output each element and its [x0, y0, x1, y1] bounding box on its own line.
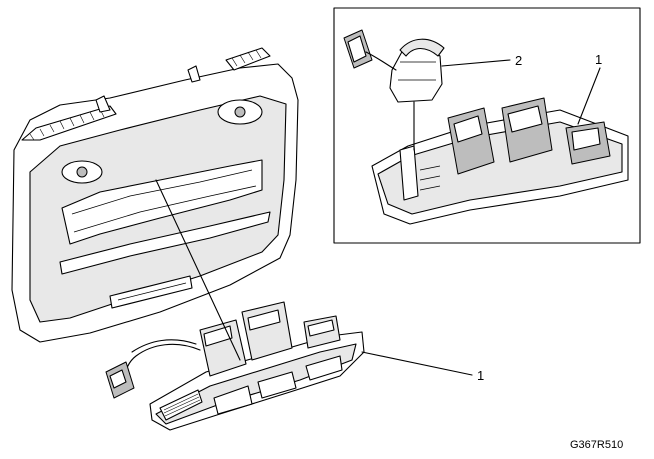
- inset-detail: [333, 7, 641, 244]
- callout-2: 2: [515, 53, 522, 68]
- leader-line-1-inset: [577, 67, 601, 125]
- callout-1-inset: 1: [595, 52, 602, 67]
- vent-ribs-right: [225, 47, 271, 71]
- install-direction-line: [155, 179, 241, 361]
- callout-1-main: 1: [477, 368, 484, 383]
- leader-line-2: [441, 59, 511, 67]
- console-opening: [61, 159, 263, 245]
- speaker-grille: [159, 389, 203, 421]
- figure-id: G367R510: [570, 439, 623, 451]
- overhead-console-housing: [11, 47, 299, 343]
- leader-line-1-main: [361, 351, 473, 376]
- switch-module-main: [105, 301, 365, 431]
- inset-frame: [333, 7, 641, 244]
- vent-ribs-left: [21, 105, 117, 141]
